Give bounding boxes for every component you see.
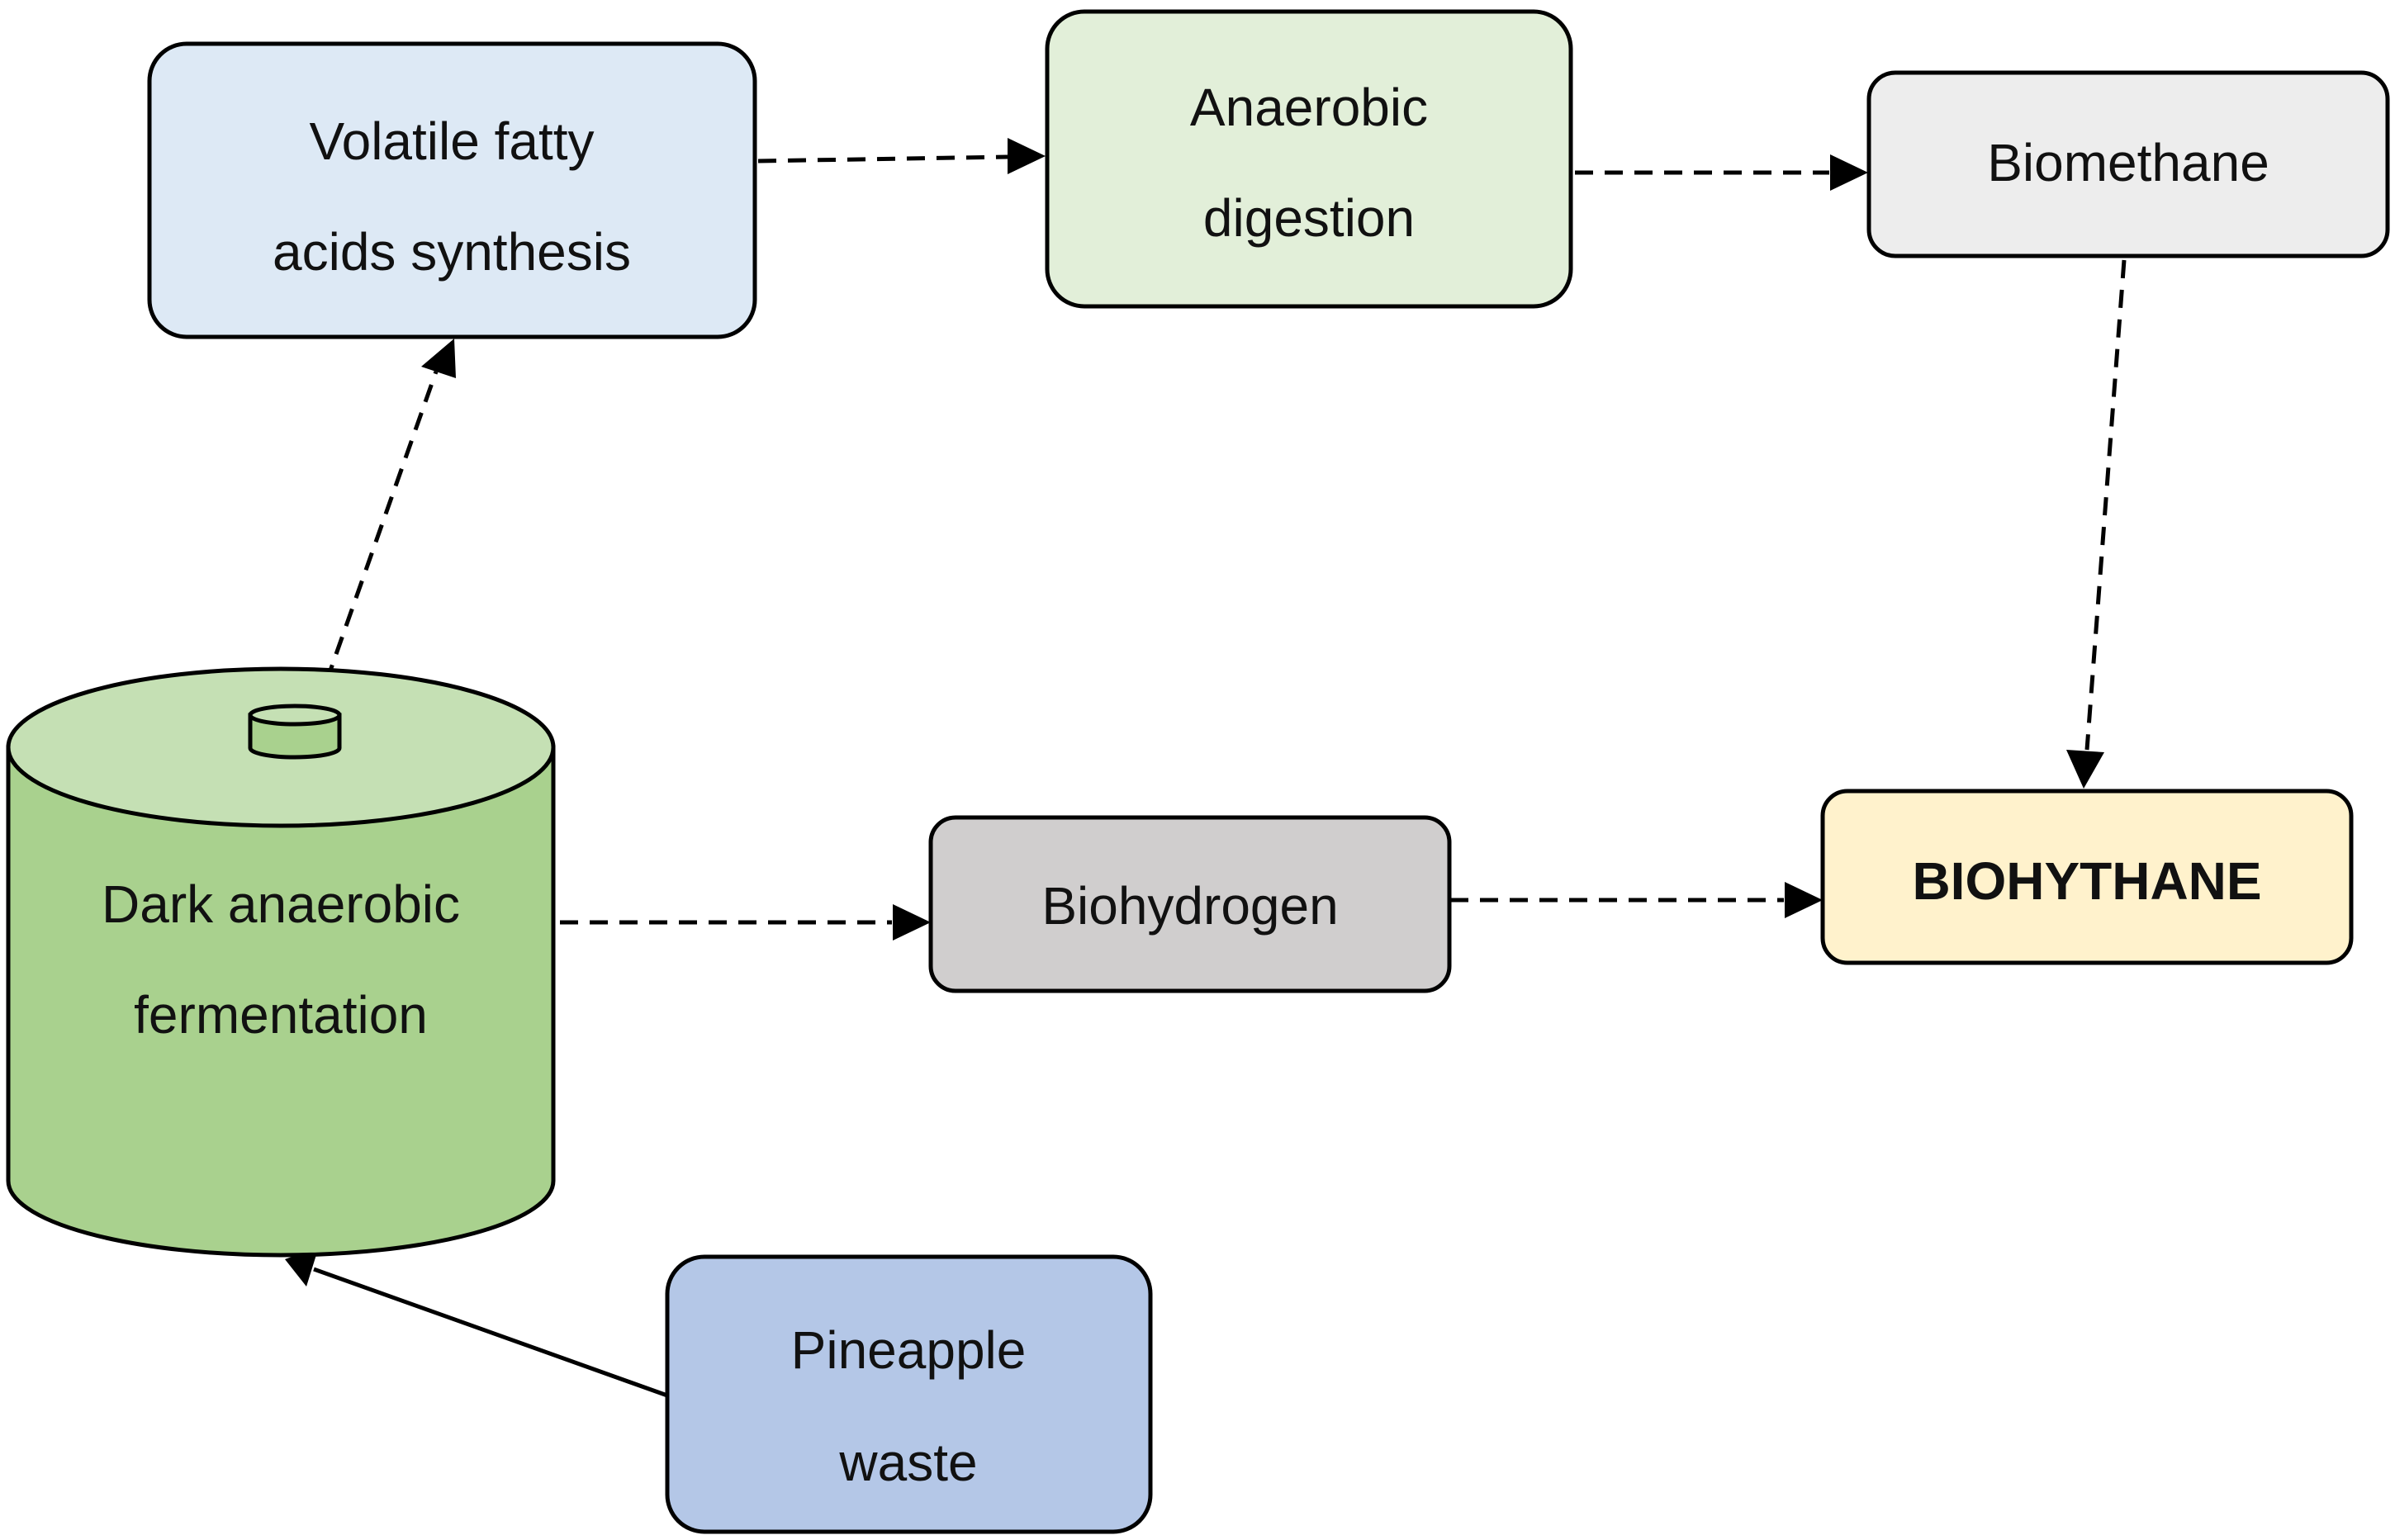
node-box [147, 41, 757, 339]
arrowhead-digestion-to-biomethane [1830, 154, 1868, 191]
node-label: Dark anaerobic [102, 874, 460, 934]
node-box [1866, 70, 2390, 258]
node-label: BIOHYTHANE [1912, 851, 2261, 911]
node-pineapple-waste: Pineapple waste [665, 1254, 1153, 1534]
arrowhead-fermentation-to-vfa [421, 339, 456, 378]
node-box [928, 815, 1452, 993]
node-label: Biomethane [1987, 133, 2269, 192]
node-label: fermentation [134, 985, 428, 1045]
node-label: Volatile fatty [309, 111, 594, 171]
node-label: Pineapple [791, 1320, 1027, 1380]
edge-vfa-to-digestion [757, 154, 1008, 163]
node-label: waste [838, 1433, 977, 1492]
node-label: acids synthesis [273, 222, 631, 282]
node-biohythane: BIOHYTHANE [1820, 789, 2354, 965]
node-label: Anaerobic [1190, 78, 1428, 137]
arrowhead-vfa-to-digestion [1008, 138, 1046, 174]
node-dark-anaerobic-fermentation: Dark anaerobic fermentation [6, 666, 556, 1258]
arrowhead-biomethane-to-biohythane [2066, 750, 2104, 789]
outlet-nozzle [248, 713, 342, 760]
node-box [1820, 789, 2354, 965]
edge-fermentation-to-vfa [314, 371, 439, 711]
outlet-nozzle-top [248, 704, 342, 727]
arrowhead-biohydrogen-to-biohythane [1785, 882, 1823, 918]
edge-biomethane-to-biohythane [2084, 259, 2127, 751]
cylinder-body [6, 745, 556, 1258]
node-label: digestion [1203, 188, 1415, 248]
node-biohydrogen: Biohydrogen [928, 815, 1452, 993]
node-biomethane: Biomethane [1866, 70, 2390, 258]
node-label: Biohydrogen [1041, 876, 1338, 936]
arrowhead-fermentation-to-biohydrogen [893, 904, 931, 941]
node-box [1045, 9, 1573, 309]
node-anaerobic-digestion: Anaerobic digestion [1045, 9, 1573, 309]
node-box [665, 1254, 1153, 1534]
connectors [285, 138, 2127, 1398]
edge-pineapple-to-fermentation [313, 1267, 668, 1398]
node-volatile-fatty-acids: Volatile fatty acids synthesis [147, 41, 757, 339]
